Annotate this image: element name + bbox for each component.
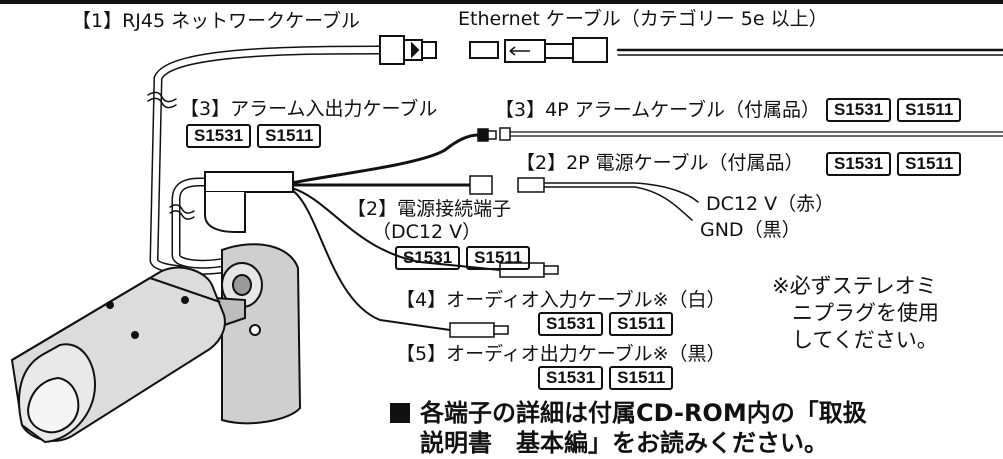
stereo-plug-note: ※必ずステレオミ ニプラグを使用 してください。 <box>772 273 939 354</box>
square-bullet-icon <box>390 403 410 423</box>
power-2p-label: 【2】2P 電源ケーブル（付属品） <box>516 152 804 174</box>
model-tag: S1511 <box>897 98 962 122</box>
model-tag: S1511 <box>609 366 674 390</box>
alarm-io-label: 【3】アラーム入出力ケーブル <box>180 98 438 120</box>
alarm-io-cable <box>290 133 480 185</box>
audio-in-label: 【4】オーディオ入力ケーブル※（白） <box>396 289 726 311</box>
rj45-connector <box>379 35 437 65</box>
note-line: 説明書 基本編」をお読みください。 <box>420 429 828 457</box>
note-line: ニプラグを使用 <box>792 301 939 325</box>
note-line: ※必ずステレオミ <box>772 274 937 298</box>
audio-connectors <box>449 262 559 338</box>
audio-out-cable <box>291 189 451 331</box>
audio-in-cable <box>291 187 501 271</box>
ethernet-label: Ethernet ケーブル（カテゴリー 5e 以上） <box>458 8 828 30</box>
alarm-connector <box>477 127 511 142</box>
model-tag: S1531 <box>826 152 892 176</box>
alarm-4p-label: 【3】4P アラームケーブル（付属品） <box>495 99 820 121</box>
model-tag: S1511 <box>257 124 322 148</box>
audio-out-model-tags: S1531 S1511 <box>538 366 674 390</box>
ethernet-plug <box>469 37 608 63</box>
dc12-red-label: DC12 V（赤） <box>706 193 835 215</box>
model-tag: S1531 <box>395 246 461 270</box>
audio-out-label: 【5】オーディオ出力ケーブル※（黒） <box>396 343 726 365</box>
model-tag: S1511 <box>466 246 531 270</box>
top-rule <box>0 0 1003 4</box>
model-tag: S1531 <box>538 366 604 390</box>
model-tag: S1531 <box>826 98 892 122</box>
power-connector <box>469 175 545 195</box>
note-line: してください。 <box>792 328 938 352</box>
power-2p-cable <box>544 182 699 221</box>
mount-bracket <box>208 243 302 425</box>
power-terminal-sub-label: （DC12 V） <box>372 221 482 243</box>
power-2p-model-tags: S1531 S1511 <box>826 152 962 176</box>
alarm-4p-model-tags: S1531 S1511 <box>826 98 962 122</box>
rj45-label: 【1】RJ45 ネットワークケーブル <box>72 10 360 32</box>
power-terminal-model-tags: S1531 S1511 <box>395 246 531 270</box>
alarm-io-model-tags: S1531 S1511 <box>186 124 322 148</box>
cable-clamp <box>204 171 294 233</box>
note-line: 各端子の詳細は付属CD-ROM内の「取扱 <box>420 399 867 427</box>
audio-in-model-tags: S1531 S1511 <box>538 312 674 336</box>
model-tag: S1531 <box>538 312 604 336</box>
network-cable <box>149 45 390 275</box>
manual-reference-note: 各端子の詳細は付属CD-ROM内の「取扱 説明書 基本編」をお読みください。 <box>390 398 867 458</box>
power-terminal-label: 【2】電源接続端子 <box>347 198 512 220</box>
gnd-black-label: GND（黒） <box>700 219 801 241</box>
camera-body <box>10 266 226 444</box>
alarm-4p-cable <box>499 131 1003 137</box>
model-tag: S1511 <box>609 312 674 336</box>
model-tag: S1511 <box>897 152 962 176</box>
model-tag: S1531 <box>186 124 252 148</box>
